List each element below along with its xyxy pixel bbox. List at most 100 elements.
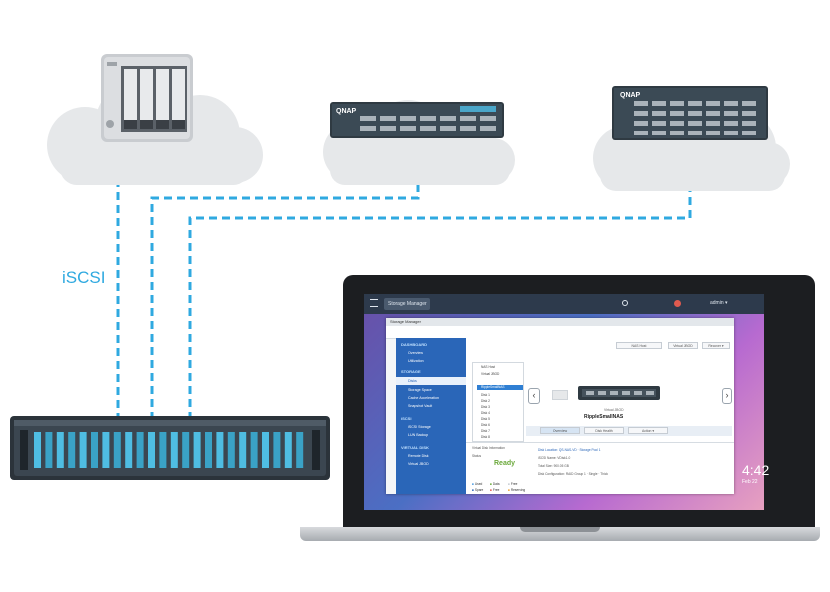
overview-button[interactable]: Overview — [540, 427, 580, 434]
tree-row[interactable]: Disk 5 — [481, 417, 490, 421]
drive-bay — [284, 432, 292, 468]
legend-item: ■ Free — [490, 488, 500, 492]
window-title: Storage Manager — [386, 318, 734, 326]
legend-item: ■ Used — [472, 482, 483, 486]
cloud-server-middle: QNAP — [330, 102, 504, 138]
main-panel: NAS Host Virtual JBOD Recover ▾ NAS Host… — [466, 338, 734, 494]
drive-bay — [216, 432, 224, 468]
drive-bay — [227, 432, 235, 468]
drive-bay — [170, 432, 178, 468]
recover-button[interactable]: Recover ▾ — [702, 342, 730, 349]
disk-health-button[interactable]: Disk Health — [584, 427, 624, 434]
tree-row[interactable]: Disk 7 — [481, 429, 490, 433]
tree-row[interactable]: Disk 1 — [481, 393, 490, 397]
drive-bay — [273, 432, 281, 468]
legend-item: ■ Spare — [472, 488, 484, 492]
rack-nas-icon — [10, 416, 330, 480]
drive-bay — [205, 432, 212, 468]
device-image — [578, 386, 660, 400]
cloud-server-right: QNAP — [612, 86, 768, 140]
info-line: Disk Location: QS-NAS-VD · Storage Pool … — [538, 448, 601, 452]
drive-bay — [159, 432, 167, 468]
sidebar-item-overview[interactable]: Overview — [408, 351, 423, 355]
sidebar-item-remote-disk[interactable]: Remote Disk — [408, 454, 429, 458]
info-line: iSCSI Name: VDisk1-0 — [538, 456, 571, 460]
drive-bay — [113, 432, 121, 468]
sidebar-item-virtual-jbod[interactable]: Virtual JBOD — [408, 462, 429, 466]
tree-row[interactable]: RippleSmallNAS — [481, 385, 505, 389]
sidebar-item-utilization[interactable]: Utilization — [408, 359, 424, 363]
drive-bay — [34, 432, 41, 468]
next-arrow-icon[interactable]: › — [722, 388, 732, 404]
sidebar-item-iscsi-storage[interactable]: iSCSI Storage — [408, 425, 431, 429]
status-section-label: Virtual Disk Information — [472, 446, 505, 450]
drive-bay — [296, 432, 304, 468]
drive-bay — [250, 432, 258, 468]
search-icon[interactable] — [622, 300, 628, 306]
tree-selected-row — [477, 385, 523, 390]
sidebar: DASHBOARD Overview Utilization STORAGE D… — [396, 338, 466, 494]
sidebar-item-snapshot[interactable]: Snapshot Vault — [408, 404, 433, 408]
menu-icon[interactable] — [370, 299, 378, 307]
divider — [466, 442, 734, 443]
drive-bay — [262, 432, 269, 468]
sidebar-item-cache[interactable]: Cache Acceleration — [408, 396, 439, 400]
tree-row[interactable]: Disk 6 — [481, 423, 490, 427]
laptop-screen: Storage Manager admin ▾ Storage Manager … — [364, 294, 769, 510]
tower-nas-icon — [101, 54, 193, 142]
storage-manager-window: Storage Manager DASHBOARD Overview Utili… — [386, 318, 734, 494]
tree-row[interactable]: Disk 3 — [481, 405, 490, 409]
laptop-base — [300, 527, 820, 541]
drive-bay — [102, 432, 110, 468]
sidebar-section-iscsi: iSCSI — [401, 416, 412, 421]
drive-bay — [68, 432, 76, 468]
sidebar-item-lun-backup[interactable]: LUN Backup — [408, 433, 429, 437]
drive-bay — [56, 432, 64, 468]
drive-bay — [239, 432, 247, 468]
tree-row[interactable]: Disk 2 — [481, 399, 490, 403]
drive-bay — [91, 432, 98, 468]
app-tab[interactable]: Storage Manager — [384, 298, 430, 310]
drive-bay — [193, 432, 201, 468]
brand-label: QNAP — [336, 108, 357, 115]
sidebar-section-dashboard: DASHBOARD — [401, 342, 427, 347]
laptop-notch — [520, 527, 600, 532]
drive-bay — [45, 432, 53, 468]
device-name: RippleSmallNAS — [584, 414, 624, 420]
legend-item: ■ Data — [490, 482, 500, 486]
user-menu[interactable]: admin ▾ — [710, 300, 728, 306]
drive-bay — [148, 432, 155, 468]
status-label: Status — [472, 454, 482, 458]
info-line: Disk Configuration: RAID Group 1 · Singl… — [538, 472, 608, 476]
iscsi-label: iSCSI — [60, 268, 108, 288]
prev-arrow-icon[interactable]: ‹ — [528, 388, 540, 404]
virtual-jbod-button[interactable]: Virtual JBOD — [668, 342, 698, 349]
tree-row[interactable]: NAS Host — [481, 365, 495, 369]
drive-bay — [136, 432, 144, 468]
legend-item: ■ Free — [508, 482, 518, 486]
sidebar-section-storage: STORAGE — [401, 369, 421, 374]
action-button[interactable]: Action ▾ — [628, 427, 668, 434]
notification-icon[interactable] — [674, 300, 681, 307]
info-line: Total Size: 900.05 GB — [538, 464, 569, 468]
os-topbar: Storage Manager admin ▾ — [364, 294, 764, 314]
rack-server-icon: QNAP — [330, 102, 504, 138]
device-subtitle: Virtual JBOD — [604, 408, 624, 412]
clock-time: 4:42 — [742, 462, 770, 478]
drive-bay — [79, 432, 87, 468]
sidebar-section-virtual-disk: VIRTUAL DISK — [401, 445, 429, 450]
sidebar-item-storage-space[interactable]: Storage Space — [408, 388, 432, 392]
legend-item: ■ Reserving — [508, 488, 526, 492]
rack-server-icon: QNAP — [612, 86, 768, 140]
brand-label: QNAP — [620, 92, 641, 99]
clock-date: Feb 22 — [742, 479, 758, 485]
tree-row[interactable]: Virtual JBOD — [481, 372, 500, 376]
disk-icon — [552, 390, 568, 400]
tree-row[interactable]: Disk 8 — [481, 435, 490, 439]
drive-bay — [182, 432, 190, 468]
filter-input[interactable]: NAS Host — [616, 342, 662, 349]
status-value: Ready — [494, 460, 516, 467]
sidebar-item-disks[interactable]: Disks — [396, 377, 466, 385]
drive-bay — [125, 432, 133, 468]
tree-row[interactable]: Disk 4 — [481, 411, 490, 415]
